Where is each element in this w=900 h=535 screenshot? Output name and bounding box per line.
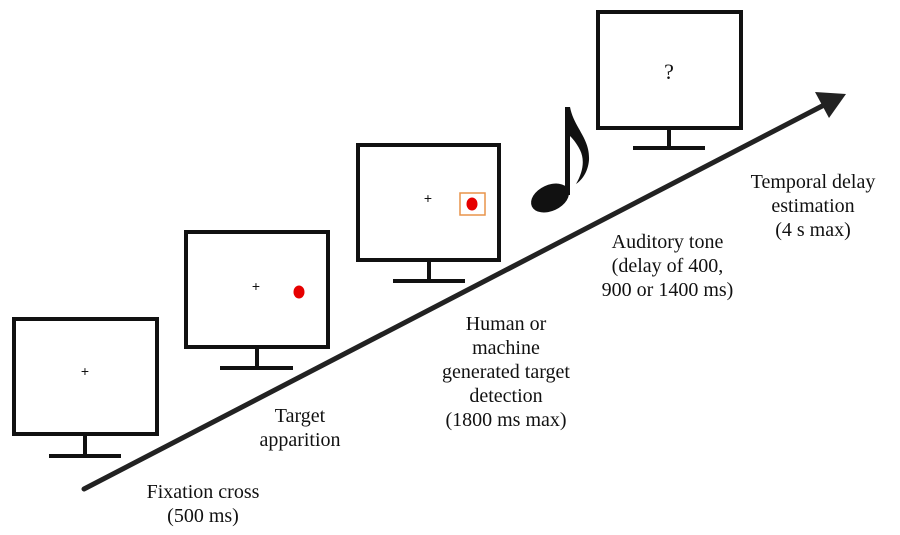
monitor-screen (184, 230, 330, 349)
label-line: (500 ms) (167, 505, 239, 527)
label-delay-estimation: Temporal delay estimation (4 s max) (738, 170, 888, 242)
fixation-cross-icon: + (81, 363, 89, 379)
label-line: (1800 ms max) (445, 409, 567, 431)
timeline-arrow-icon (81, 92, 846, 492)
label-line: estimation (771, 195, 855, 217)
label-line: (4 s max) (775, 219, 851, 241)
label-line: Auditory tone (611, 231, 724, 253)
label-auditory-tone: Auditory tone (delay of 400, 900 or 1400… (580, 230, 755, 302)
label-line: Human or (465, 313, 547, 335)
label-line: Target (274, 405, 326, 427)
label-line: Fixation cross (146, 481, 260, 503)
fixation-cross-icon: + (252, 278, 260, 294)
label-line: generated target (442, 361, 570, 383)
monitor-target-apparition: + (184, 230, 330, 370)
detection-box-icon (459, 192, 486, 216)
label-fixation-cross: Fixation cross (500 ms) (128, 480, 278, 528)
label-line: apparition (259, 429, 341, 451)
label-target-apparition: Target apparition (245, 404, 355, 452)
label-line: Temporal delay (750, 171, 876, 193)
fixation-cross-icon: + (424, 190, 432, 206)
red-target-dot-icon (293, 285, 305, 299)
monitor-delay-estimation: ? (596, 10, 743, 150)
monitor-target-detection: + (356, 143, 501, 283)
music-note-icon (531, 107, 590, 213)
label-line: (delay of 400, (611, 255, 724, 277)
label-line: detection (469, 385, 543, 407)
red-target-dot-icon (466, 197, 478, 211)
monitor-screen (12, 317, 159, 436)
label-line: 900 or 1400 ms) (601, 279, 734, 301)
monitor-fixation: + (12, 317, 159, 458)
label-target-detection: Human or machine generated target detect… (416, 312, 596, 432)
question-mark-icon: ? (664, 59, 674, 84)
label-line: machine (472, 337, 540, 359)
